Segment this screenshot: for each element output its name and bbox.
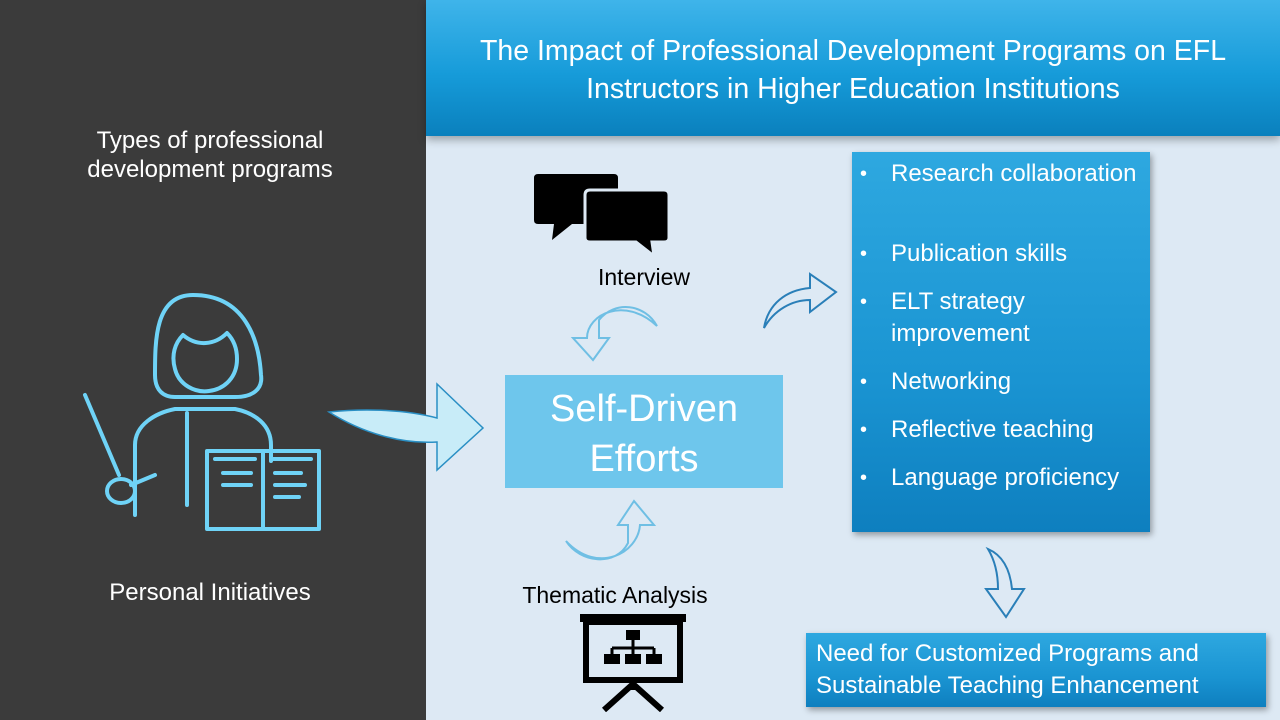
curved-arrow-up-icon <box>565 499 657 561</box>
title-banner: The Impact of Professional Development P… <box>426 0 1280 136</box>
outcome-label: Research collaboration <box>891 160 1137 187</box>
left-caption: Personal Initiatives <box>109 579 311 606</box>
outcomes-list: • Research collaboration • Publication ski… <box>852 152 1150 532</box>
curved-arrow-right-icon <box>763 272 838 329</box>
core-concept-box: Self-Driven Efforts <box>505 375 783 488</box>
left-panel: Types of professional development progra… <box>0 0 426 720</box>
bullet-icon: • <box>860 163 868 185</box>
bullet-icon: • <box>860 371 868 393</box>
teacher-with-book-icon <box>83 293 321 531</box>
left-heading: Types of professional development progra… <box>87 127 333 183</box>
curved-arrow-down-to-conclusion-icon <box>984 546 1026 619</box>
curved-arrow-down-icon <box>570 306 658 362</box>
bullet-icon: • <box>860 419 868 441</box>
bullet-icon: • <box>860 243 868 265</box>
outcome-label: Language proficiency <box>891 464 1120 491</box>
speech-bubbles-icon <box>534 174 671 258</box>
outcome-label: Networking <box>891 368 1012 395</box>
page-title: The Impact of Professional Development P… <box>479 35 1227 105</box>
bullet-icon: • <box>860 467 868 489</box>
outcome-label: Publication skills <box>891 240 1068 267</box>
outcome-label: ELT strategy improvement <box>891 288 1030 347</box>
main-flow-arrow <box>327 382 485 472</box>
interview-label: Interview <box>597 264 691 290</box>
core-concept-label: Self-Driven Efforts <box>550 388 738 480</box>
conclusion-label: Need for Customized Programs and Sustain… <box>816 640 1199 699</box>
bullet-icon: • <box>860 291 868 313</box>
outcome-label: Reflective teaching <box>891 416 1094 443</box>
presentation-board-icon <box>580 614 686 712</box>
conclusion-box: Need for Customized Programs and Sustain… <box>806 633 1266 707</box>
thematic-analysis-label: Thematic Analysis <box>522 582 708 608</box>
